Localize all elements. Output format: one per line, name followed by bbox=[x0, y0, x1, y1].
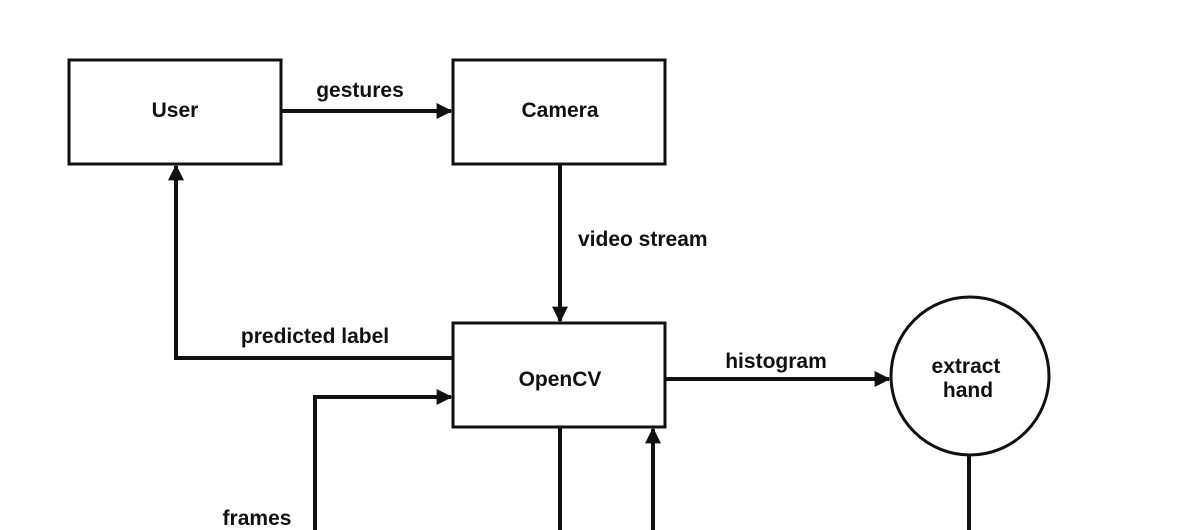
node-opencv-label: OpenCV bbox=[519, 368, 602, 391]
edge-gestures-label: gestures bbox=[316, 79, 404, 102]
edge-video-stream-label: video stream bbox=[578, 228, 708, 251]
edge-gestures: gestures bbox=[281, 79, 453, 119]
edge-predicted-label-label: predicted label bbox=[241, 325, 389, 348]
edge-histogram-label: histogram bbox=[725, 350, 827, 373]
edge-histogram: histogram bbox=[665, 350, 891, 387]
node-user-label: User bbox=[152, 99, 199, 122]
node-opencv: OpenCV bbox=[451, 321, 667, 429]
node-user: User bbox=[67, 58, 283, 166]
edge-predicted-label: predicted label bbox=[168, 164, 453, 360]
edge-frames-label: frames bbox=[223, 507, 292, 530]
edge-video-stream: video stream bbox=[552, 164, 708, 323]
node-extract-hand-label-line2: hand bbox=[943, 379, 993, 402]
node-extract-hand-label-line1: extract bbox=[932, 355, 1001, 378]
node-extract-hand: extract hand bbox=[889, 295, 1051, 457]
edge-frames: frames bbox=[223, 389, 453, 530]
node-camera-label: Camera bbox=[521, 99, 598, 122]
node-camera: Camera bbox=[451, 58, 667, 166]
